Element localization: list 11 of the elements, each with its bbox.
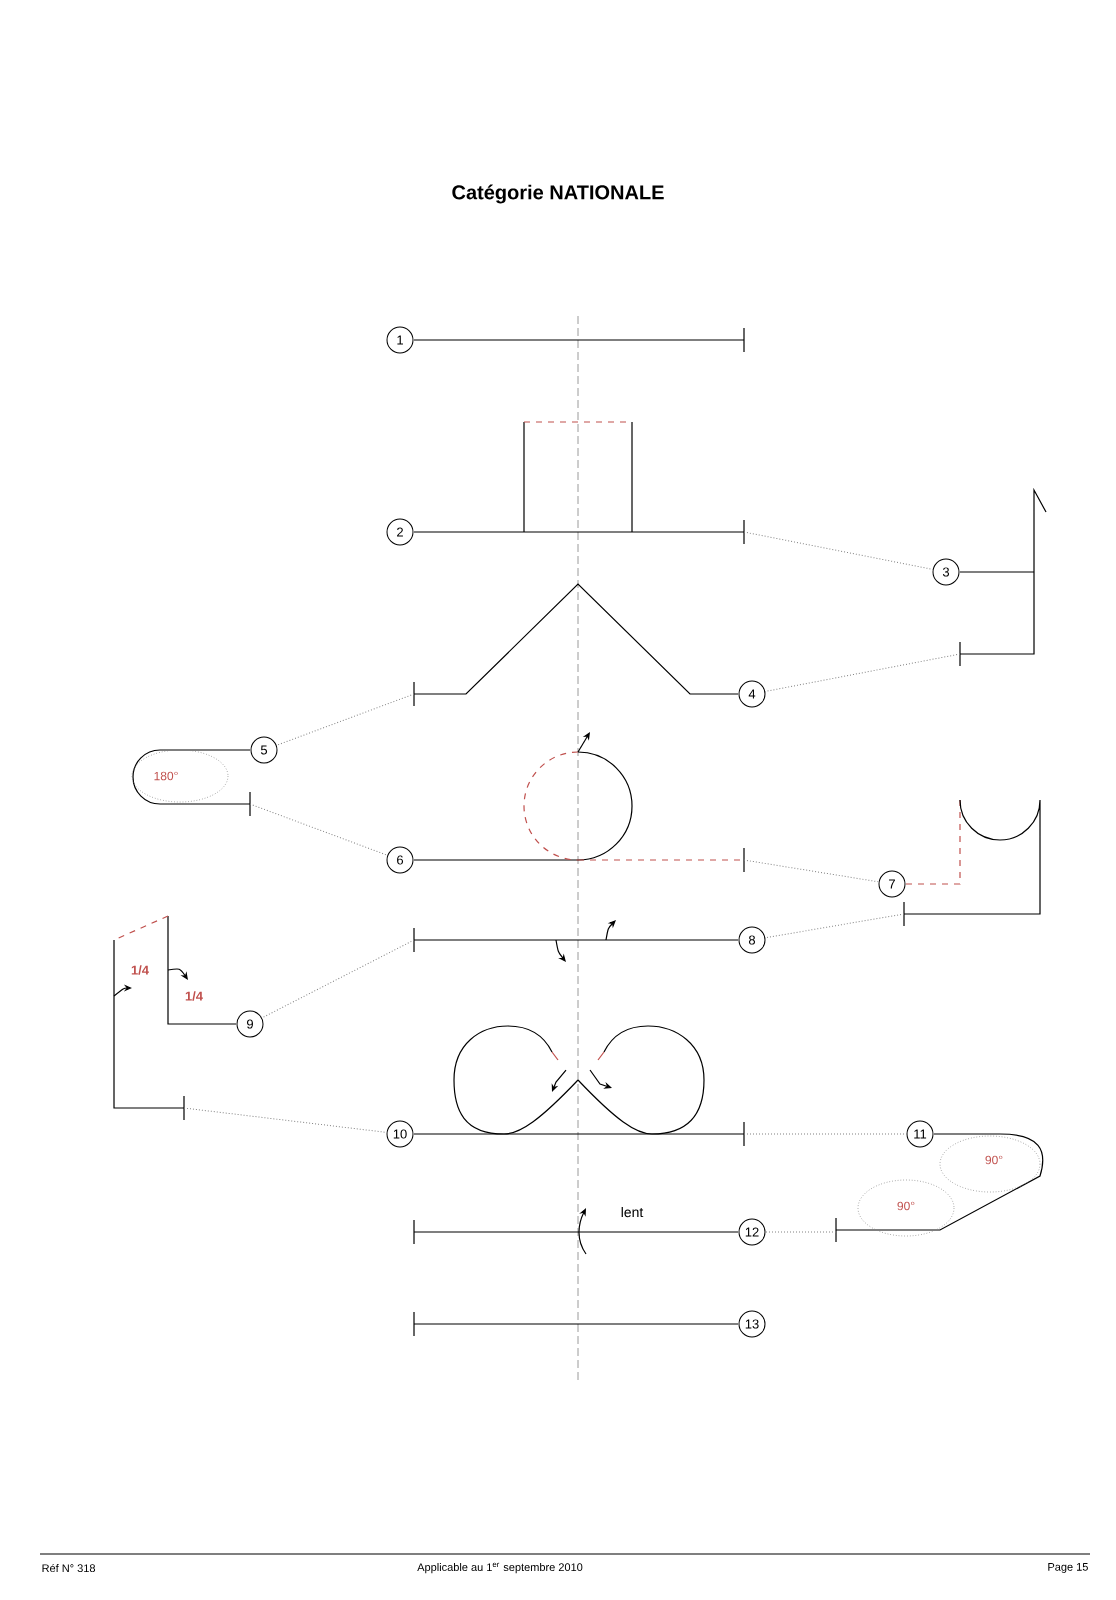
title: Catégorie NATIONALE [452, 184, 664, 204]
connector-line [249, 803, 388, 856]
connector-line [261, 939, 415, 1019]
connector-line [743, 859, 880, 883]
connector-line [764, 653, 961, 692]
connector-line [743, 531, 934, 570]
connector-line [765, 1231, 837, 1233]
connector-line [764, 913, 905, 939]
connector-line [743, 1133, 907, 1135]
connector-line [183, 1107, 388, 1133]
connector-line [276, 693, 415, 746]
